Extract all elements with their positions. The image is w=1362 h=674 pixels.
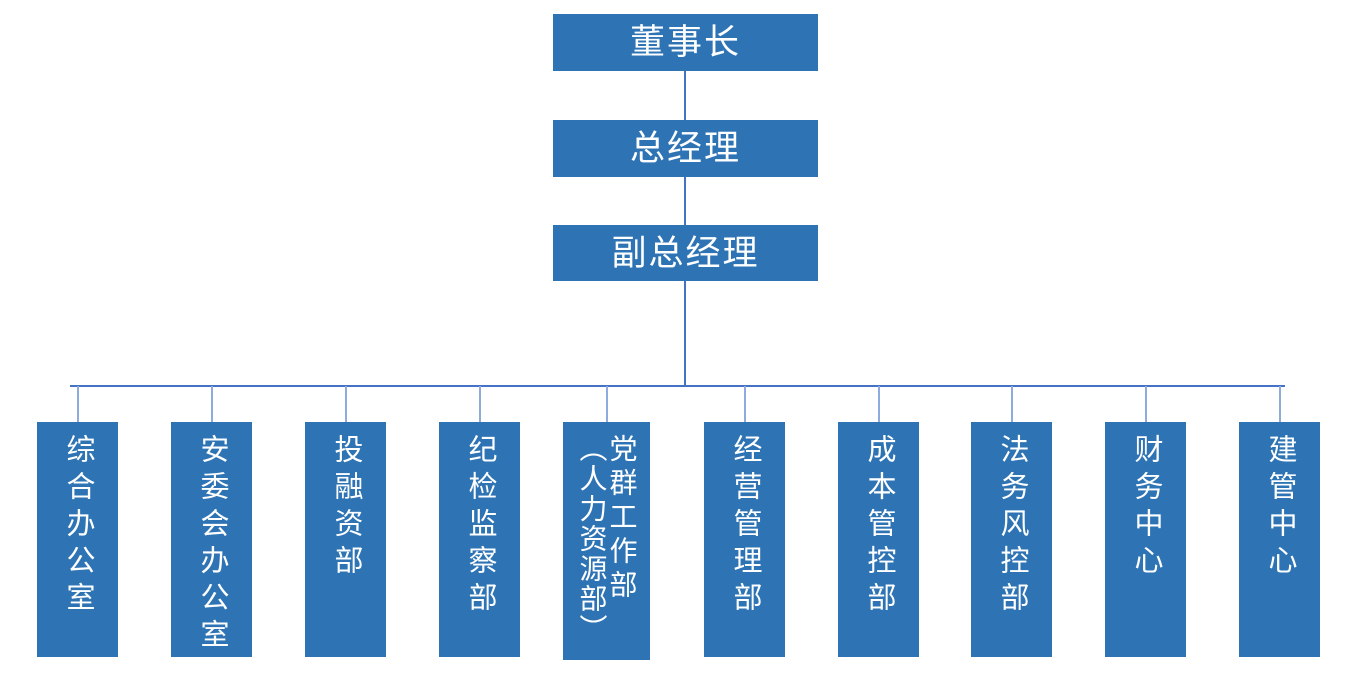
node-department-5-columns: 党群工作部 （人力资源部）	[563, 434, 650, 644]
node-department-1[interactable]: 综合办公室	[37, 422, 118, 657]
node-department-1-label: 综合办公室	[62, 434, 94, 619]
node-department-6[interactable]: 经营管理部	[704, 422, 785, 657]
node-department-3-label: 投融资部	[330, 434, 362, 582]
node-department-2[interactable]: 安委会办公室	[171, 422, 252, 657]
node-department-8-label: 法务风控部	[996, 434, 1028, 619]
node-department-7-label: 成本管控部	[863, 434, 895, 619]
connector-drop-dept-4	[479, 386, 481, 422]
node-department-2-label: 安委会办公室	[196, 434, 228, 656]
node-deputy-general-manager[interactable]: 副总经理	[553, 225, 818, 281]
node-department-9[interactable]: 财务中心	[1105, 422, 1186, 657]
node-department-3[interactable]: 投融资部	[305, 422, 386, 657]
connector-gm-to-dgm	[684, 177, 686, 225]
node-department-8[interactable]: 法务风控部	[971, 422, 1052, 657]
connector-drop-dept-9	[1145, 386, 1147, 422]
connector-chairman-to-gm	[684, 71, 686, 120]
connector-drop-dept-6	[744, 386, 746, 422]
node-department-6-label: 经营管理部	[729, 434, 761, 619]
connector-drop-dept-7	[878, 386, 880, 422]
node-department-10-label: 建管中心	[1264, 434, 1296, 582]
node-chairman-label: 董事长	[629, 23, 741, 62]
node-department-10[interactable]: 建管中心	[1239, 422, 1320, 657]
node-deputy-general-manager-label: 副总经理	[611, 233, 760, 273]
connector-drop-dept-8	[1011, 386, 1013, 422]
node-department-5-label: 党群工作部	[606, 434, 638, 604]
connector-drop-dept-3	[345, 386, 347, 422]
connector-drop-dept-5	[606, 386, 608, 422]
node-department-7[interactable]: 成本管控部	[838, 422, 919, 657]
node-chairman[interactable]: 董事长	[553, 14, 818, 71]
node-general-manager[interactable]: 总经理	[553, 120, 818, 177]
node-department-4[interactable]: 纪检监察部	[439, 422, 520, 657]
connector-horizontal-bus	[70, 385, 1285, 387]
connector-drop-dept-2	[211, 386, 213, 422]
node-department-4-label: 纪检监察部	[464, 434, 496, 619]
connector-dgm-to-bus	[684, 281, 686, 386]
connector-drop-dept-1	[77, 386, 79, 422]
node-general-manager-label: 总经理	[629, 129, 741, 168]
node-department-9-label: 财务中心	[1130, 434, 1162, 582]
connector-drop-dept-10	[1279, 386, 1281, 422]
node-department-5[interactable]: 党群工作部 （人力资源部）	[563, 422, 650, 660]
node-department-5-secondary-label: （人力资源部）	[576, 434, 608, 644]
